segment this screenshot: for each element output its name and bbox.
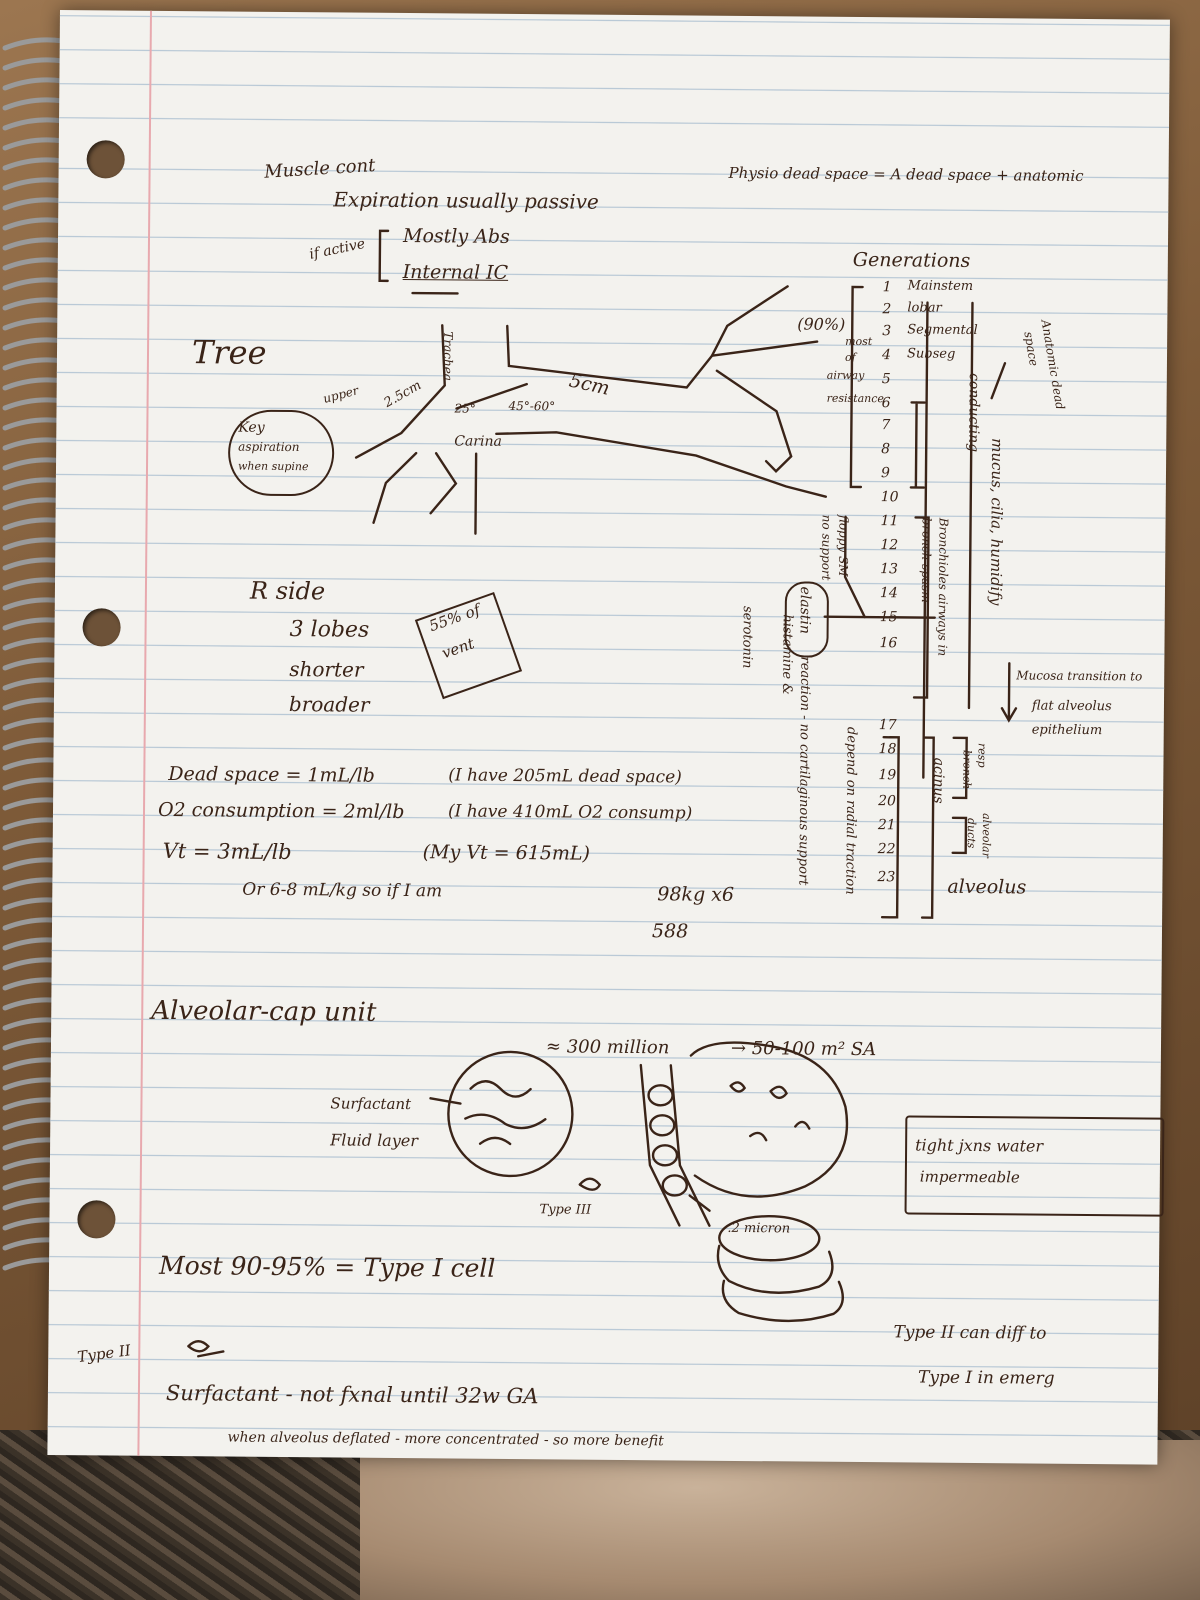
surfactant-pointer: [429, 1097, 462, 1105]
alveoli-bumps: [464, 1080, 547, 1146]
acinus-bracket-left: [880, 736, 900, 919]
membrane-layer: [716, 1244, 834, 1294]
branch-hook: [764, 455, 793, 473]
trachea-left-wall: [354, 324, 446, 459]
elastin-link: [823, 615, 936, 619]
capillary-vessel: [639, 1063, 711, 1227]
branch-line: [710, 340, 819, 357]
red-cell: [649, 1114, 676, 1137]
bronchioles-bracket: [912, 516, 930, 699]
dead-space-bracket: [909, 401, 926, 489]
left-main-bronchus-upper: [506, 285, 789, 389]
type2-scribble: [187, 1340, 225, 1358]
type3-cell: [578, 1177, 602, 1191]
resp-bronch-bracket: [951, 736, 968, 800]
mucosa-arrow: [1000, 662, 1018, 723]
right-lower-branch: [372, 451, 418, 524]
right-bronchus-line: [455, 382, 528, 410]
left-main-bronchus-lower: [495, 431, 827, 498]
red-cell: [661, 1174, 688, 1197]
notebook-page: Muscle cont Expiration usually passive i…: [47, 10, 1170, 1465]
generations-bracket-upper: [849, 285, 864, 489]
membrane-arrow: [688, 1194, 711, 1212]
conducting-line: [922, 301, 929, 779]
anatomic-arrow: [990, 362, 1007, 400]
red-cell: [647, 1084, 674, 1107]
red-cell: [651, 1144, 679, 1167]
alveolar-macrophages: [729, 1081, 811, 1142]
branch-line: [715, 369, 793, 458]
alveolar-sac: [447, 1050, 574, 1178]
membrane-layer: [718, 1215, 821, 1262]
acinus-bracket: [920, 736, 935, 919]
bracket-mark: [378, 229, 390, 283]
ink-drawings: [187, 229, 1018, 1358]
midline-mark: [474, 452, 478, 535]
membrane-layer: [721, 1279, 844, 1323]
alveolus-outline: [689, 1041, 849, 1198]
mucus-line: [967, 301, 974, 710]
blanket-highlight: [360, 1440, 1200, 1600]
alveolar-ducts-bracket: [951, 816, 968, 855]
right-branch: [429, 452, 458, 515]
floppy-link: [843, 515, 866, 619]
